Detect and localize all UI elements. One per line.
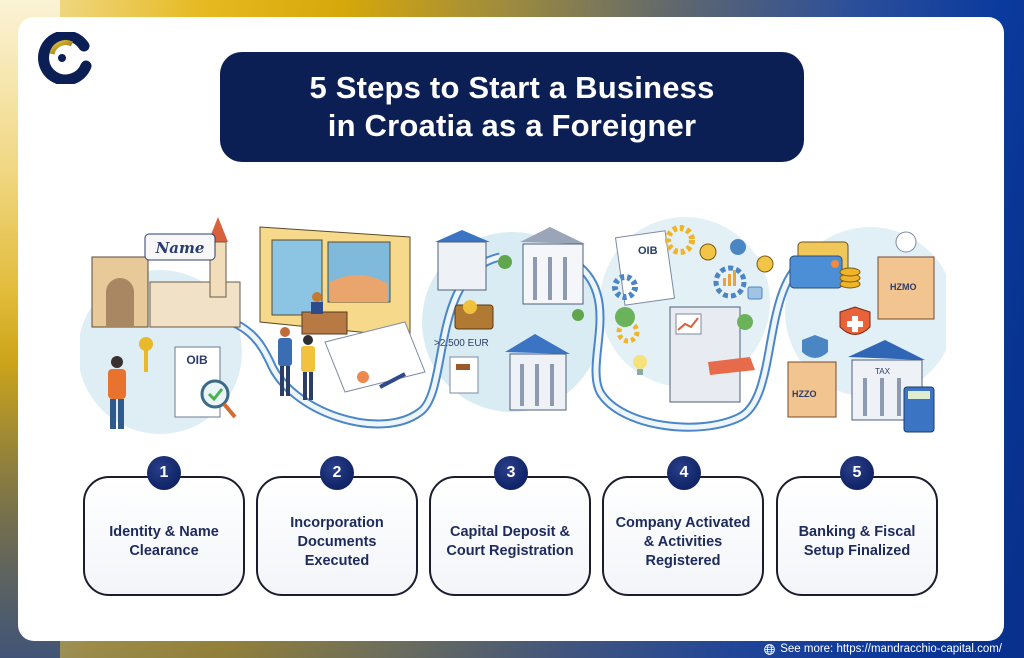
step-card-4: Company Activated & Activities Registere… <box>602 476 764 596</box>
scene-2-incorporation <box>259 226 426 400</box>
step-2-number-badge: 2 <box>320 456 354 490</box>
globe-icon <box>764 643 776 655</box>
scene-3-capital-court: >2.500 EUR <box>434 227 585 411</box>
name-banner-label: Name <box>155 239 205 257</box>
hzzo-label: HZZO <box>792 389 817 399</box>
hzmo-label: HZMO <box>890 282 917 292</box>
step-3-number-badge: 3 <box>494 456 528 490</box>
step-5-label: Banking & Fiscal Setup Finalized <box>798 524 916 559</box>
step-card-1: Identity & Name Clearance <box>83 476 245 596</box>
tax-label: TAX <box>875 367 891 376</box>
title-line-2: in Croatia as a Foreigner <box>327 108 697 143</box>
capital-amount-label: >2.500 EUR <box>434 338 489 349</box>
step-3-label: Capital Deposit & Court Registration <box>446 524 574 559</box>
step-card-5: Banking & Fiscal Setup Finalized <box>776 476 938 596</box>
step-card-2: Incorporation Documents Executed <box>256 476 418 596</box>
step-4-number-badge: 4 <box>667 456 701 490</box>
step-1-number-badge: 1 <box>147 456 181 490</box>
step-4-label: Company Activated & Activities Registere… <box>615 514 751 569</box>
scene-1-identity: Name OIB <box>91 217 241 429</box>
scene-4-company-activated: OIB <box>612 225 774 403</box>
step-card-3: Capital Deposit & Court Registration <box>429 476 591 596</box>
step-2-label: Incorporation Documents Executed <box>290 514 384 569</box>
title-line-1: 5 Steps to Start a Business <box>309 70 715 105</box>
step-5-number-badge: 5 <box>840 456 874 490</box>
oib-label-1: OIB <box>186 353 208 367</box>
process-illustration: Name OIB <box>80 217 946 434</box>
scene-5-banking-fiscal: HZMO HZZO TAX <box>787 231 935 433</box>
footer-text[interactable]: See more: https://mandracchio-capital.co… <box>780 643 1002 655</box>
mandracchio-capital-logo-icon <box>38 32 92 84</box>
step-1-label: Identity & Name Clearance <box>109 524 219 559</box>
oib-label-2: OIB <box>638 245 658 257</box>
footer-link[interactable]: See more: https://mandracchio-capital.co… <box>764 640 1002 658</box>
title-banner: 5 Steps to Start a Business in Croatia a… <box>220 52 804 162</box>
